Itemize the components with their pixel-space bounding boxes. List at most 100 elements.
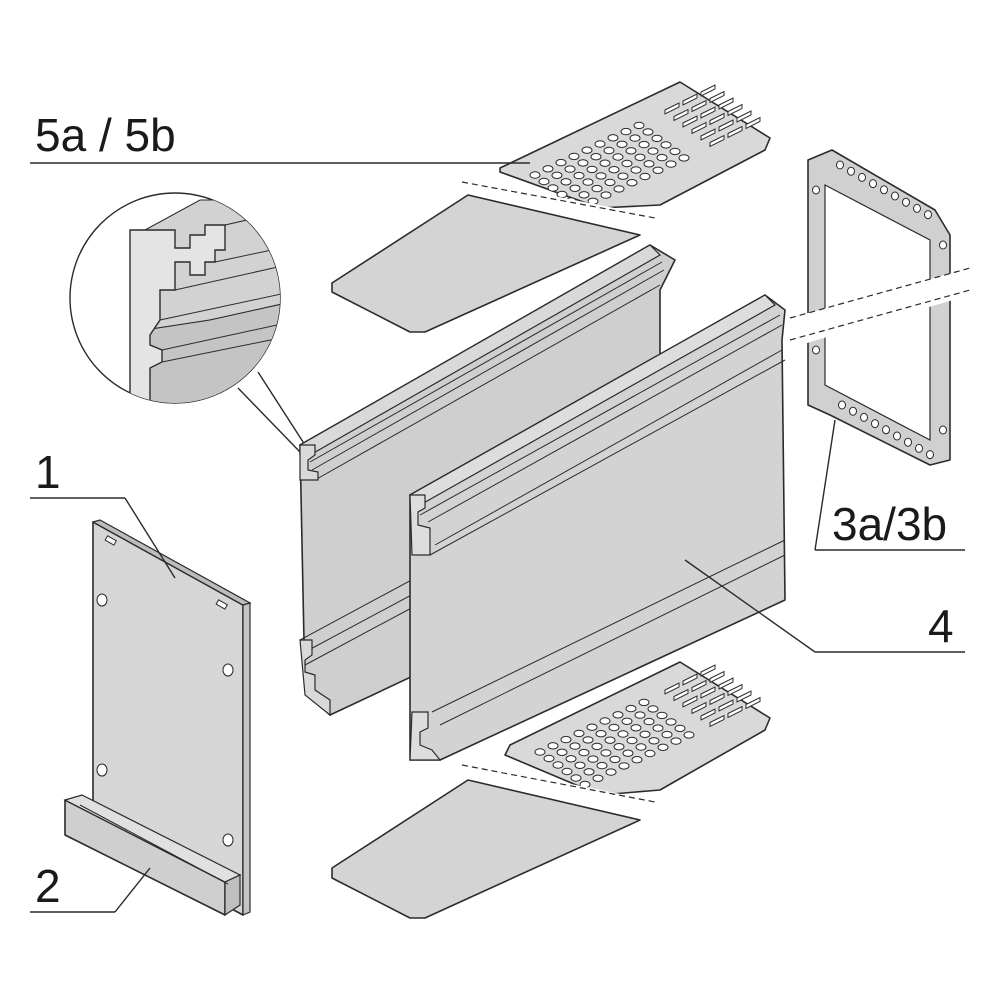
- perforation-hole: [665, 160, 677, 168]
- perforation-hole: [561, 767, 573, 776]
- ventilation-slot: [700, 128, 716, 141]
- perforation-hole: [631, 756, 643, 764]
- ventilation-slot: [745, 696, 761, 710]
- perforation-hole: [674, 724, 686, 733]
- perforation-hole: [555, 158, 567, 167]
- frame-hole: [871, 419, 879, 429]
- frame-hole: [836, 160, 844, 170]
- perforation-hole: [612, 711, 624, 719]
- ventilation-slot: [727, 705, 743, 719]
- perforation-hole: [652, 166, 664, 175]
- ventilation-slot: [664, 682, 680, 695]
- ventilation-slot: [727, 683, 743, 697]
- ventilation-slot: [709, 692, 725, 706]
- perforation-hole: [534, 748, 546, 756]
- frame-hole: [913, 203, 921, 213]
- perforation-hole: [583, 768, 595, 776]
- perforation-hole: [651, 134, 663, 143]
- perforation-hole: [618, 762, 630, 770]
- perforation-hole: [564, 165, 576, 173]
- frame-hole: [882, 425, 890, 435]
- perforation-hole: [608, 723, 620, 732]
- perforation-hole: [570, 774, 582, 782]
- profile-detail-circle: [69, 192, 306, 453]
- perforation-hole: [630, 724, 642, 732]
- frame-hole: [893, 431, 901, 441]
- perforation-hole: [661, 730, 673, 739]
- frame-hole: [880, 185, 888, 195]
- ventilation-slot: [682, 695, 698, 708]
- perforation-hole: [599, 717, 611, 725]
- perforation-hole: [568, 152, 580, 161]
- perforation-hole: [683, 731, 695, 739]
- perforation-hole: [560, 735, 572, 744]
- perforation-hole: [678, 154, 690, 162]
- ventilation-slot: [727, 103, 743, 117]
- perforation-hole: [596, 761, 608, 770]
- ventilation-slot: [691, 679, 707, 693]
- perforation-hole: [635, 743, 647, 751]
- ventilation-slot: [700, 84, 716, 97]
- perforation-hole: [626, 736, 638, 745]
- ventilation-slot: [727, 125, 743, 139]
- perforation-hole: [656, 711, 668, 720]
- perforation-hole: [608, 166, 620, 174]
- top-perforated-cover: [499, 81, 771, 212]
- perforation-hole: [639, 730, 651, 738]
- perforation-hole: [599, 159, 611, 167]
- label-part-3: 3a/3b: [832, 498, 947, 550]
- ventilation-slot: [718, 97, 734, 110]
- perforation-hole: [594, 140, 606, 148]
- perforation-hole: [569, 184, 581, 193]
- front-panel: [91, 519, 252, 916]
- ventilation-slot: [718, 699, 734, 712]
- perforation-hole: [660, 141, 672, 149]
- perforation-hole: [670, 737, 682, 745]
- perforation-hole: [603, 146, 615, 155]
- perforation-hole: [634, 711, 646, 719]
- perforation-hole: [612, 153, 624, 161]
- perforation-hole: [578, 191, 590, 199]
- perforation-hole: [574, 761, 586, 769]
- perforation-hole: [573, 171, 585, 180]
- perforation-hole: [556, 748, 568, 756]
- perforation-hole: [643, 717, 655, 726]
- frame-hole: [847, 166, 855, 176]
- perforation-hole: [630, 166, 642, 174]
- perforation-hole: [591, 742, 603, 751]
- perforation-hole: [586, 723, 598, 731]
- perforation-hole: [633, 121, 645, 130]
- label-part-2: 2: [35, 860, 61, 912]
- top-solid-cover: [331, 194, 641, 333]
- perforation-hole: [638, 140, 650, 149]
- frame-hole: [849, 406, 857, 416]
- perforation-hole: [600, 191, 612, 199]
- label-part-5: 5a / 5b: [35, 109, 176, 161]
- ventilation-slot: [664, 102, 680, 115]
- perforation-hole: [647, 147, 659, 155]
- ventilation-slot: [682, 673, 698, 686]
- perforation-hole: [652, 724, 664, 732]
- leader-2-diagonal: [114, 867, 151, 913]
- perforation-hole: [604, 178, 616, 187]
- perforation-hole: [639, 172, 651, 181]
- perforation-hole: [621, 717, 633, 725]
- frame-hole: [939, 240, 947, 250]
- perforation-hole: [625, 704, 637, 713]
- leader-1-diagonal: [124, 497, 176, 579]
- perforation-hole: [538, 177, 550, 186]
- frame-hole: [838, 400, 846, 410]
- ventilation-slot: [682, 93, 698, 106]
- perforation-hole: [665, 718, 677, 726]
- perforation-hole: [613, 185, 625, 193]
- bottom-solid-cover: [331, 779, 641, 919]
- perforation-hole: [560, 178, 572, 186]
- ventilation-slot: [700, 664, 716, 677]
- end-frame: [789, 149, 971, 466]
- perforation-hole: [638, 698, 650, 707]
- frame-hole: [858, 172, 866, 182]
- perforation-hole: [621, 159, 633, 168]
- ventilation-slot: [709, 90, 725, 104]
